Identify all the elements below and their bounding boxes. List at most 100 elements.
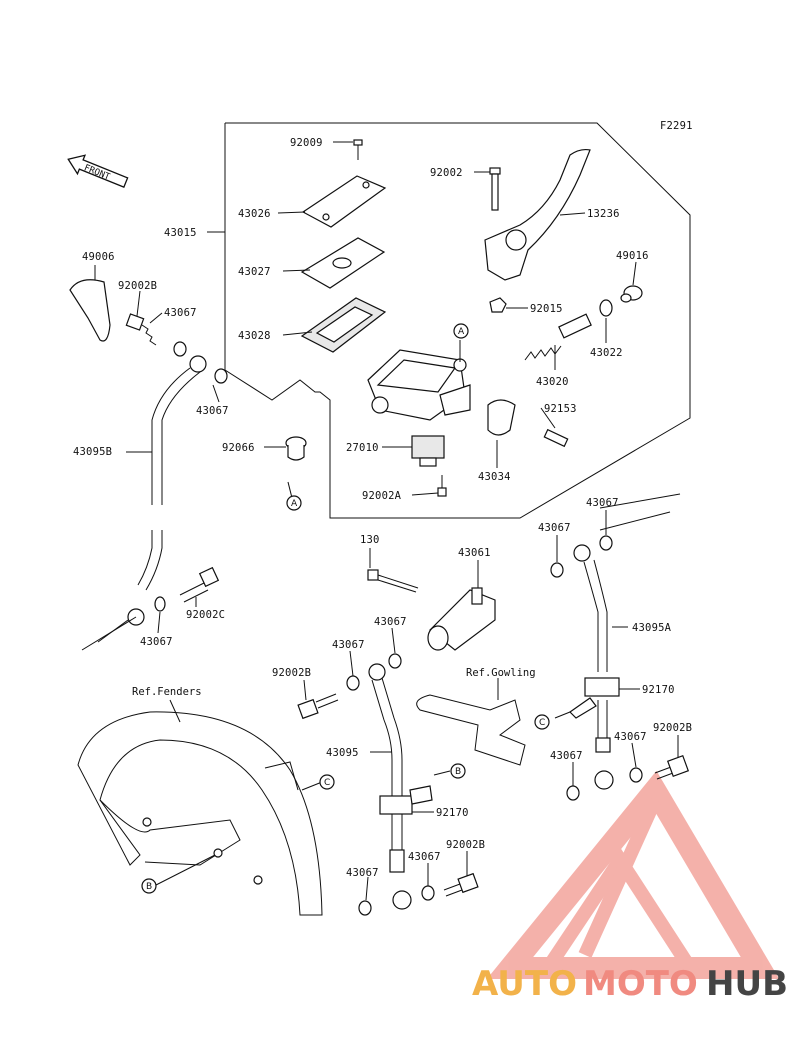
label-43067-e: 43067 xyxy=(140,636,173,648)
svg-text:MOTO: MOTO xyxy=(583,964,698,1004)
label-92002C: 92002C xyxy=(186,609,225,621)
label-43015: 43015 xyxy=(164,227,197,239)
label-49016: 49016 xyxy=(616,250,649,262)
plate-43027 xyxy=(300,237,386,289)
label-43028: 43028 xyxy=(238,330,271,342)
reservoir-cap-43026 xyxy=(301,175,387,228)
washer-43067-f xyxy=(346,675,360,691)
callout-c-clamp: C xyxy=(534,714,550,730)
figure-code: F2291 xyxy=(660,120,693,132)
label-43095A: 43095A xyxy=(632,622,672,634)
callout-b-left: B xyxy=(141,878,157,894)
leader-lines xyxy=(81,141,681,901)
label-43067-h: 43067 xyxy=(346,867,379,879)
washer-43067-d xyxy=(599,535,613,551)
callout-a-bottom: A xyxy=(286,495,302,511)
clip-43022 xyxy=(599,299,613,317)
cap-92066 xyxy=(285,436,307,461)
label-43067-i: 43067 xyxy=(408,851,441,863)
nut-92015 xyxy=(489,297,507,313)
master-cylinder-body xyxy=(367,349,471,421)
bolt-92002 xyxy=(489,167,501,211)
bolt-92002B-lower xyxy=(443,872,479,897)
svg-text:A: A xyxy=(291,499,298,509)
label-43020: 43020 xyxy=(536,376,569,388)
svg-text:B: B xyxy=(455,767,461,777)
screw-92009 xyxy=(353,139,363,160)
hose-43095 xyxy=(368,663,412,910)
front-arrow: FRONT xyxy=(67,154,129,188)
clamp-92170-lower xyxy=(379,785,433,815)
label-92002B-b: 92002B xyxy=(272,667,311,679)
label-43026: 43026 xyxy=(238,208,271,220)
label-43067-a: 43067 xyxy=(164,307,197,319)
watermark-logo xyxy=(486,770,780,979)
washer-43067-j xyxy=(629,767,643,783)
svg-text:B: B xyxy=(146,882,152,892)
hose-43095A xyxy=(573,544,614,790)
label-92002B-d: 92002B xyxy=(653,722,692,734)
washer-43067-c xyxy=(550,562,564,578)
label-43027: 43027 xyxy=(238,266,271,278)
label-92002B-a: 92002B xyxy=(118,280,157,292)
label-92015: 92015 xyxy=(530,303,563,315)
label-ref-fenders: Ref.Fenders xyxy=(132,686,202,698)
label-43067-d: 43067 xyxy=(586,497,619,509)
label-43067-j: 43067 xyxy=(550,750,583,762)
washer-43067-i xyxy=(566,785,580,801)
washer-43067-e xyxy=(388,653,402,669)
label-92002: 92002 xyxy=(430,167,463,179)
label-92066: 92066 xyxy=(222,442,255,454)
label-43067-c: 43067 xyxy=(538,522,571,534)
label-13236: 13236 xyxy=(587,208,620,220)
label-43067-g: 43067 xyxy=(332,639,365,651)
label-92153: 92153 xyxy=(544,403,577,415)
bolt-92153 xyxy=(543,428,569,448)
bolt-92002C xyxy=(154,566,220,612)
bracket-cowling xyxy=(416,694,526,766)
label-92002A: 92002A xyxy=(362,490,402,502)
boot-49006 xyxy=(69,279,111,342)
label-43067-f: 43067 xyxy=(374,616,407,628)
diaphragm-43028 xyxy=(300,297,387,353)
washer-43067-b xyxy=(214,368,228,384)
bolt-92002B-upper xyxy=(125,313,157,346)
svg-text:HUB: HUB xyxy=(706,964,788,1004)
callout-b-right: B xyxy=(450,763,466,779)
label-43067-k: 43067 xyxy=(614,731,647,743)
label-92009: 92009 xyxy=(290,137,323,149)
screw-92002A xyxy=(437,475,447,497)
joint-43061 xyxy=(427,587,496,651)
label-92170-b: 92170 xyxy=(436,807,469,819)
bolt-130 xyxy=(367,569,419,593)
label-ref-cowling: Ref.Gowling xyxy=(466,667,536,679)
switch-27010 xyxy=(411,435,445,467)
hose-43095B xyxy=(127,355,207,626)
label-43061: 43061 xyxy=(458,547,491,559)
bolt-92002B-mid xyxy=(297,693,339,720)
label-49006: 49006 xyxy=(82,251,115,263)
piston-43020 xyxy=(524,313,592,361)
svg-text:C: C xyxy=(324,778,330,788)
washer-43067-h xyxy=(421,885,435,901)
boot-49016 xyxy=(620,285,643,303)
label-27010: 27010 xyxy=(346,442,379,454)
washer-43067-g xyxy=(358,900,372,916)
label-43022: 43022 xyxy=(590,347,623,359)
clamp-43034 xyxy=(487,399,516,436)
label-43034: 43034 xyxy=(478,471,511,483)
callout-c-fender: C xyxy=(319,774,335,790)
svg-text:AUTO: AUTO xyxy=(472,964,577,1004)
label-43095: 43095 xyxy=(326,747,359,759)
label-92002B-c: 92002B xyxy=(446,839,485,851)
fender xyxy=(77,711,323,916)
callout-a-top: A xyxy=(453,323,469,339)
part-labels: 92009 92002 13236 43015 43026 43027 4302… xyxy=(73,137,692,879)
label-92170-a: 92170 xyxy=(642,684,675,696)
clamp-92170-upper xyxy=(569,677,620,719)
label-43095B: 43095B xyxy=(73,446,112,458)
assembly-outline xyxy=(224,122,691,519)
watermark-text: AUTO MOTO HUB xyxy=(472,964,788,1004)
svg-text:C: C xyxy=(539,718,545,728)
